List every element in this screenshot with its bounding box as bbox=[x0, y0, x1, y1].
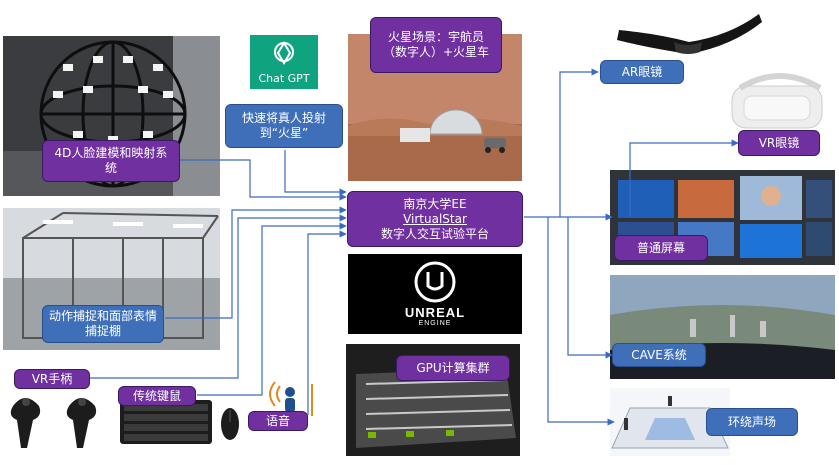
chatgpt-logo: Chat GPT bbox=[250, 35, 318, 89]
platform-line1: 南京大学EE bbox=[403, 196, 467, 211]
platform-line3: 数字人交互试验平台 bbox=[380, 226, 489, 241]
openai-icon bbox=[274, 41, 294, 65]
unreal-wordmark: UNREAL bbox=[404, 305, 466, 320]
audio-label: 环绕声场 bbox=[706, 408, 798, 436]
keyboard-mouse-label: 传统键鼠 bbox=[118, 386, 196, 406]
mars-scene-label: 火星场景：宇航员（数字人）+火星车 bbox=[370, 17, 502, 73]
platform-line2: VirtualStar bbox=[403, 211, 467, 226]
chatgpt-label: 快速将真人投射到“火星” bbox=[225, 104, 343, 148]
arrow-cave bbox=[567, 217, 613, 359]
ar-glasses-label: AR眼镜 bbox=[600, 60, 684, 84]
chatgpt-logo-text: Chat GPT bbox=[258, 72, 310, 85]
arrow-ar bbox=[559, 68, 599, 217]
cave-system-photo bbox=[610, 275, 835, 379]
platform-box: 南京大学EE VirtualStar 数字人交互试验平台 bbox=[347, 191, 523, 247]
unreal-sub: ENGINE bbox=[418, 320, 452, 327]
face-scan-rig-photo bbox=[3, 36, 220, 196]
vr-headset-photo bbox=[722, 68, 832, 138]
voice-label: 语音 bbox=[248, 411, 308, 431]
arrow-chatgpt bbox=[284, 150, 347, 196]
unreal-engine-logo: UNREAL ENGINE bbox=[348, 254, 522, 334]
mocap-label: 动作捕捉和面部表情捕捉棚 bbox=[42, 305, 164, 343]
screen-label: 普通屏幕 bbox=[614, 235, 708, 261]
ar-glasses-photo bbox=[614, 8, 764, 60]
vr-controllers-photo bbox=[3, 388, 115, 450]
gpu-cluster-label: GPU计算集群 bbox=[396, 355, 510, 381]
keyboard-mouse-photo bbox=[118, 396, 246, 448]
face-scan-label: 4D人脸建模和映射系统 bbox=[42, 140, 180, 182]
vr-controller-label: VR手柄 bbox=[14, 369, 90, 389]
vr-glasses-label: VR眼镜 bbox=[738, 130, 820, 156]
cave-label: CAVE系统 bbox=[612, 343, 706, 367]
arrow-audio bbox=[547, 217, 615, 426]
